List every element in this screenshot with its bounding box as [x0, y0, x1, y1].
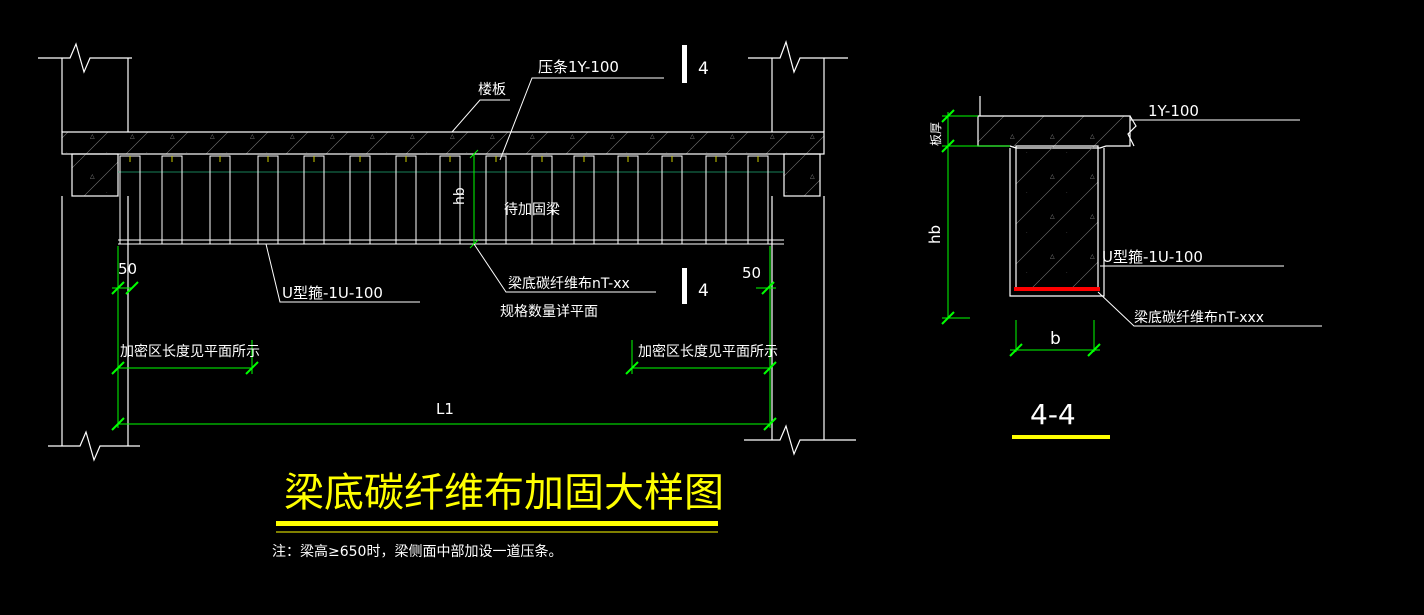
drawing-title: 梁底碳纤维布加固大样图 — [284, 470, 724, 516]
section-cut-top — [682, 45, 687, 83]
section-mark-bottom: 4 — [698, 281, 709, 301]
offset-right-label: 50 — [742, 264, 761, 282]
beam-name-label: 待加固梁 — [504, 202, 560, 218]
left-haunch — [71, 153, 119, 197]
section-beam — [1015, 145, 1099, 291]
elevation-view: hb 待加固梁 楼板 压条1Y-100 U型箍-1U-100 梁底碳纤维布nT-… — [38, 40, 856, 462]
section-u-hoop-label: U型箍-1U-100 — [1102, 248, 1203, 266]
section-cut-bottom — [682, 268, 687, 304]
section-slab — [977, 115, 1131, 149]
hb-label: hb — [452, 187, 468, 205]
section-cfrp-sheet — [1014, 287, 1100, 291]
span-label: L1 — [436, 400, 454, 418]
offset-left-label: 50 — [118, 260, 137, 278]
section-view: 1Y-100 U型箍-1U-100 梁底碳纤维布nT-xxx 板厚 hb b 4… — [926, 96, 1322, 439]
left-column — [38, 42, 140, 462]
dense-zone-right-label: 加密区长度见平面所示 — [638, 343, 778, 360]
drawing-note: 注：梁高≥650时，梁侧面中部加设一道压条。 — [272, 543, 562, 560]
section-width-label: b — [1050, 329, 1061, 349]
section-title-underline — [1012, 435, 1110, 439]
section-title: 4-4 — [1030, 398, 1076, 431]
u-hoop-label: U型箍-1U-100 — [282, 284, 383, 302]
elevation-dimensions — [112, 246, 776, 428]
right-column — [744, 40, 856, 456]
leader-lines — [265, 77, 664, 303]
section-press-strip-label: 1Y-100 — [1148, 102, 1199, 120]
u-hoop-strips — [119, 155, 769, 245]
drawing-title-underline-thick — [276, 521, 718, 526]
section-hb-label: hb — [926, 225, 944, 244]
right-haunch — [783, 153, 821, 197]
section-cfrp-label: 梁底碳纤维布nT-xxx — [1134, 310, 1264, 326]
cfrp-label: 梁底碳纤维布nT-xx — [508, 276, 630, 292]
hb-dimension — [469, 149, 479, 249]
section-u-hoop — [1009, 148, 1105, 297]
slab-thickness-label: 板厚 — [929, 122, 943, 146]
section-mark-top: 4 — [698, 59, 709, 79]
dense-zone-left-label: 加密区长度见平面所示 — [120, 343, 260, 360]
press-strip-label: 压条1Y-100 — [538, 58, 619, 76]
floor-slab — [61, 131, 825, 155]
slab-label: 楼板 — [478, 82, 506, 98]
beam-body — [118, 153, 784, 245]
section-leaders — [1097, 119, 1322, 327]
spec-note-label: 规格数量详平面 — [500, 304, 598, 320]
